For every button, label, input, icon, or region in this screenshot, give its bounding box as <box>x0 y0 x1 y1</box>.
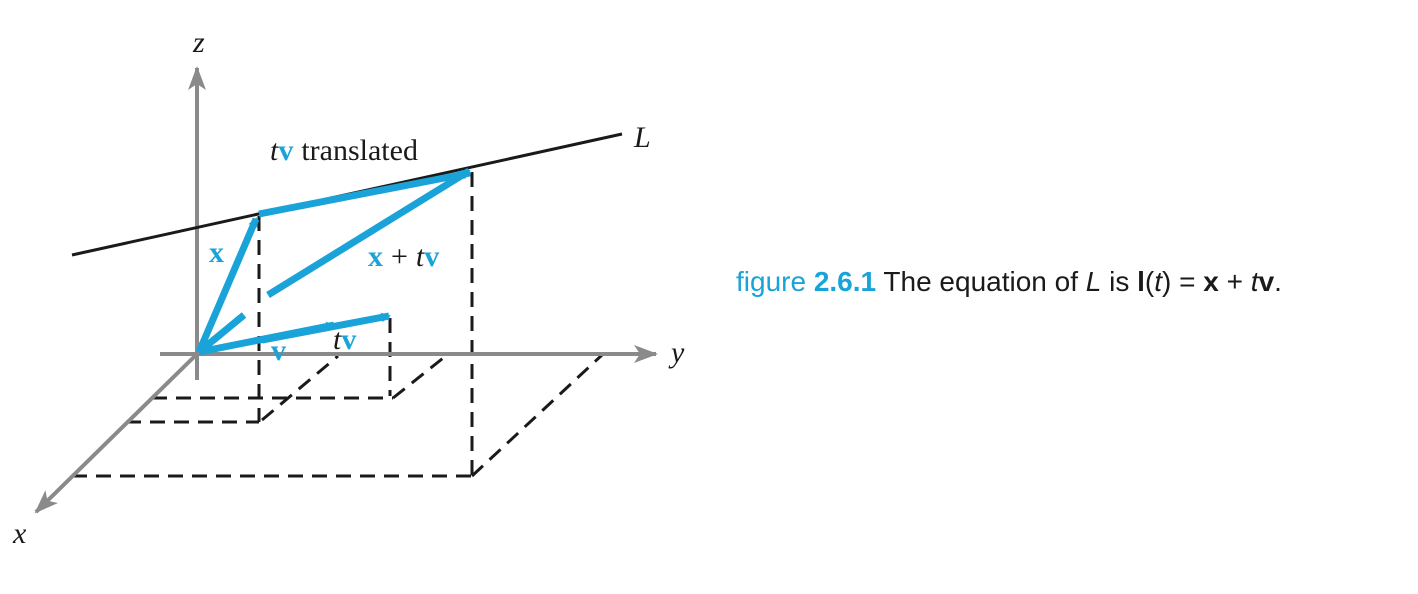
vector-x-label: x <box>209 236 224 269</box>
x-plus-tv-label: x+tv <box>368 240 439 273</box>
x-axis-label: x <box>12 517 27 550</box>
y-axis-label: y <box>668 336 685 369</box>
vector-x <box>195 217 260 354</box>
caption-equation: l(t) = x + tv. <box>1137 266 1282 297</box>
caption-figure-number: 2.6.1 <box>813 266 877 297</box>
x-axis <box>34 352 199 514</box>
vector-tv <box>261 312 391 344</box>
tv-label: tv <box>333 323 356 356</box>
line-L-label: L <box>633 121 651 154</box>
caption-is: is <box>1109 266 1130 297</box>
figure-caption: figure 2.6.1 The equation of L is l(t) =… <box>736 266 1282 298</box>
dashed-projections <box>72 172 604 478</box>
caption-text: The equation of <box>883 266 1078 297</box>
caption-line-name: L <box>1085 266 1102 297</box>
vector-x-plus-tv-upper <box>266 168 471 298</box>
vector-x-plus-tv-lower <box>196 312 247 355</box>
coordinate-axes <box>34 66 658 514</box>
vector-tv-translated <box>258 169 472 218</box>
vectors <box>195 168 472 356</box>
z-axis-label: z <box>192 26 205 59</box>
caption-figure-label: figure <box>736 266 807 297</box>
vector-v-label: v <box>271 334 286 367</box>
